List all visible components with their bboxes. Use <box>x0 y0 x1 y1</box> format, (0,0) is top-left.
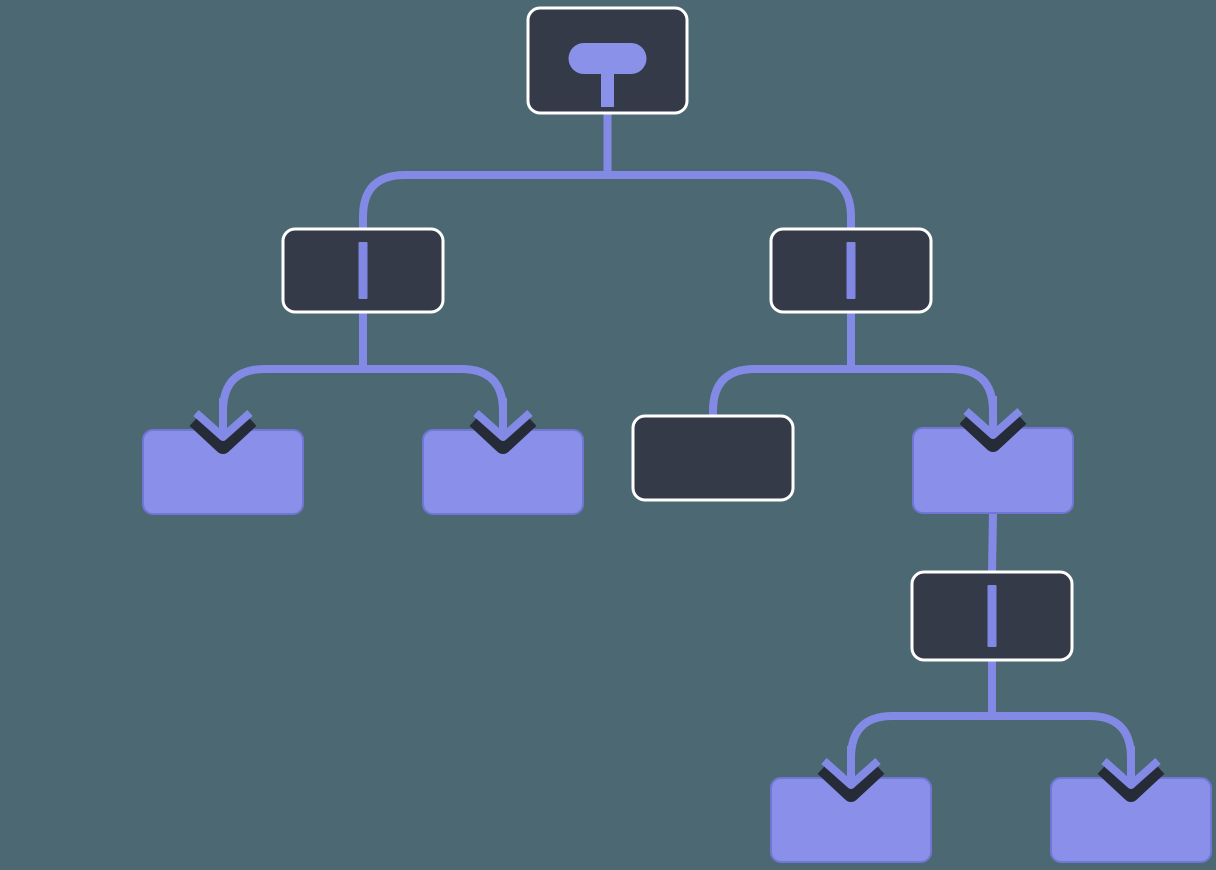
arrow-down-icon <box>1097 746 1165 802</box>
task-node-dark[interactable] <box>631 414 795 502</box>
vertical-bar-icon <box>358 242 368 299</box>
vertical-bar-icon <box>987 585 997 647</box>
arrow-down-icon <box>469 398 537 454</box>
arrow-layer <box>189 396 1165 802</box>
edge-layer <box>219 113 1135 785</box>
sequence-node-left[interactable] <box>281 227 445 314</box>
connector-edge <box>709 312 855 416</box>
root-node[interactable] <box>526 6 689 115</box>
arrow-down-icon <box>817 746 885 802</box>
connector-edge <box>603 113 855 229</box>
connector-edge <box>988 512 997 573</box>
connector-edge <box>359 113 612 229</box>
arrow-down-icon <box>189 398 257 454</box>
sequence-node-bottom[interactable] <box>910 570 1074 662</box>
root-icon <box>568 43 647 107</box>
sequence-node-right[interactable] <box>769 227 933 314</box>
arrow-down-icon <box>959 396 1027 452</box>
node-layer <box>142 6 1212 863</box>
node-body[interactable] <box>631 414 795 502</box>
vertical-bar-icon <box>846 242 856 299</box>
